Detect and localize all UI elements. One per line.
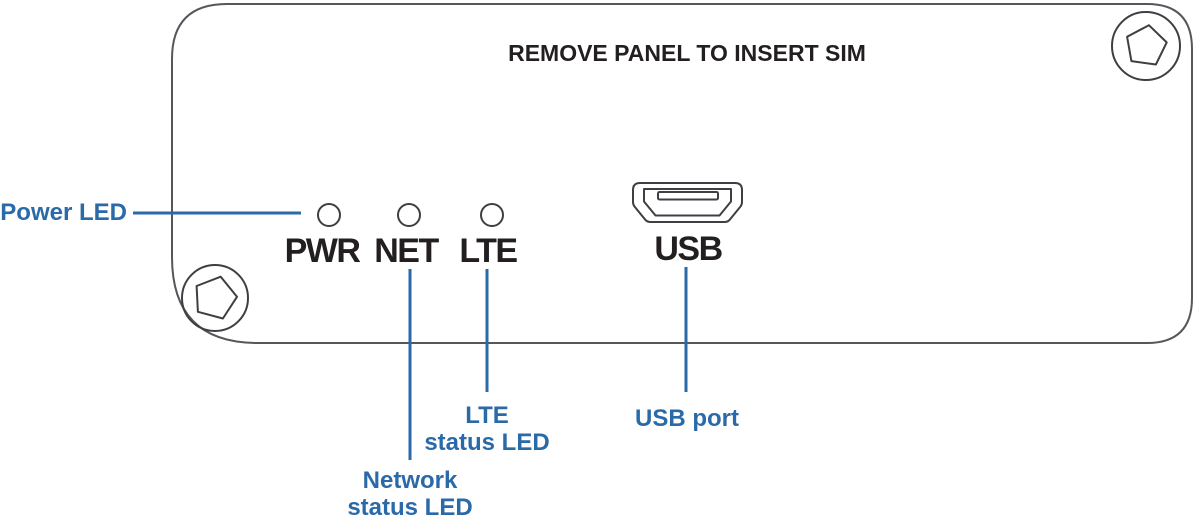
- screw-top-right-icon: [1111, 11, 1181, 81]
- net-led-indicator-icon: [397, 203, 421, 227]
- network-status-led-callout-line1: Network: [362, 467, 458, 494]
- pwr-led-label: PWR: [284, 232, 361, 270]
- pwr-led-indicator-icon: [317, 203, 341, 227]
- lte-led-label: LTE: [459, 232, 518, 270]
- usb-label: USB: [654, 230, 723, 268]
- lte-status-led-callout-line2: status LED: [424, 429, 550, 456]
- network-status-led-callout-line2: status LED: [347, 494, 473, 518]
- panel-outline: [171, 3, 1193, 344]
- screw-bottom-left-icon: [181, 264, 249, 332]
- panel-title: REMOVE PANEL TO INSERT SIM: [508, 40, 866, 66]
- micro-usb-port-icon: [632, 182, 743, 223]
- usb-port-callout: USB port: [635, 405, 739, 432]
- lte-status-led-callout-line1: LTE: [465, 402, 509, 429]
- lte-status-led-callout: LTE status LED: [424, 402, 549, 456]
- lte-led-indicator-icon: [480, 203, 504, 227]
- net-led-label: NET: [374, 232, 439, 270]
- power-led-callout: Power LED: [0, 199, 127, 226]
- network-status-led-callout: Network status LED: [347, 467, 472, 518]
